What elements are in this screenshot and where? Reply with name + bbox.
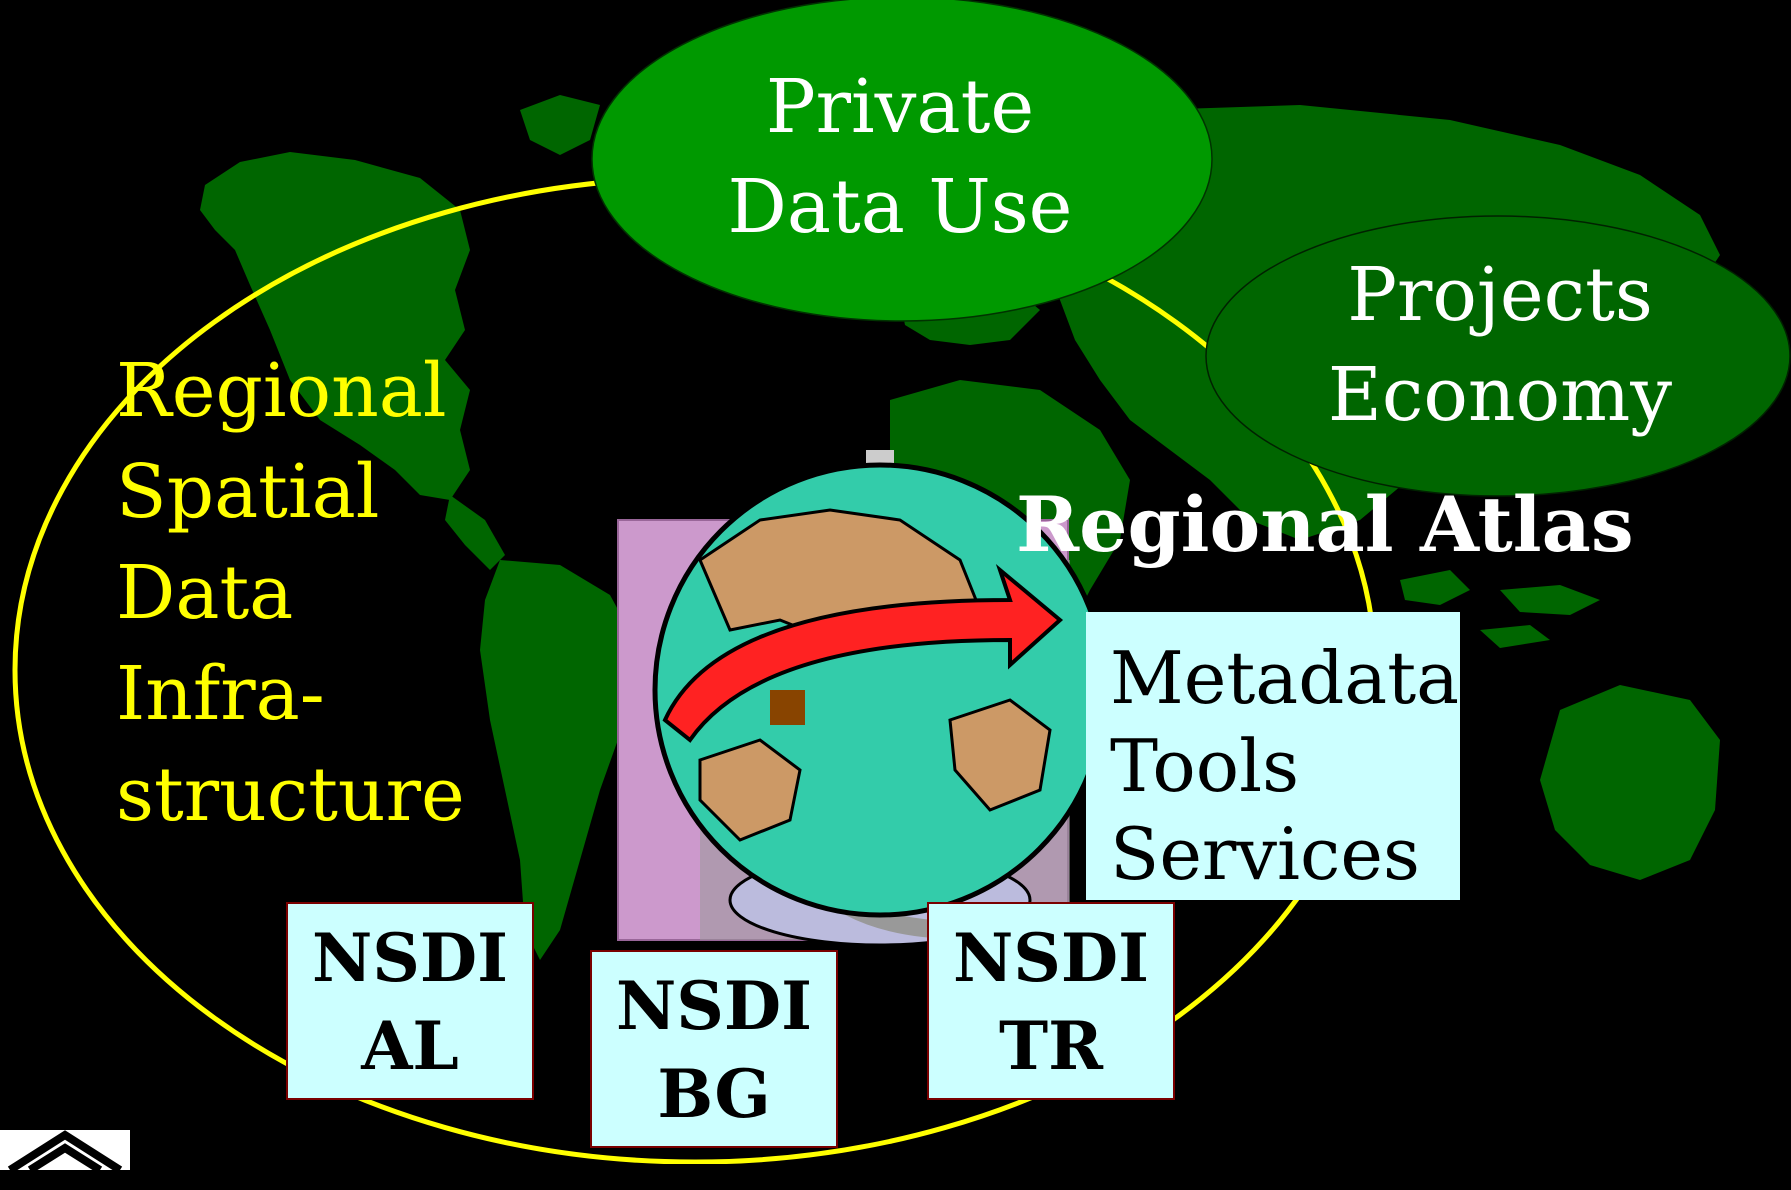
private-data-use-oval (591, 0, 1213, 322)
greenland-shape (520, 95, 600, 155)
regional-sdi-line: structure (116, 752, 465, 838)
metadata-tools-services-box: Metadata Tools Services (1086, 612, 1460, 900)
north-america-shape (200, 152, 470, 500)
regional-sdi-line: Infra- (116, 651, 325, 737)
regional-atlas-label: Regional Atlas (1016, 480, 1634, 569)
island-shape (1400, 570, 1470, 605)
projects-economy-line-2: Economy (1327, 352, 1673, 438)
south-america-shape (480, 560, 640, 960)
island-shape (1480, 625, 1550, 648)
services-line: Services (1110, 812, 1420, 896)
regional-sdi-line: Regional (116, 348, 447, 434)
projects-economy-oval (1205, 215, 1791, 497)
nsdi-al-box: NSDI AL (286, 902, 534, 1100)
private-data-use-label: Private Data Use (690, 57, 1110, 257)
private-data-use-line-1: Private (765, 64, 1035, 150)
regional-sdi-line: Spatial (116, 449, 380, 535)
projects-economy-line-1: Projects (1347, 252, 1653, 338)
world-map-background (12, 0, 1791, 1164)
nsdi-tr-box: NSDI TR (927, 902, 1175, 1100)
nsdi-tr-line-1: NSDI (952, 919, 1150, 997)
tools-line: Tools (1110, 724, 1300, 808)
globe-icon (617, 450, 1108, 947)
central-america-shape (445, 495, 505, 570)
nsdi-bg-box: NSDI BG (590, 950, 838, 1148)
nsdi-al-line-2: AL (361, 1007, 459, 1085)
regional-sdi-label: Regional Spatial Data Infra- structure (116, 341, 465, 846)
regional-sdi-line: Data (116, 550, 294, 636)
logo-icon (0, 1130, 130, 1174)
private-data-use-line-2: Data Use (727, 164, 1073, 250)
metadata-line: Metadata (1110, 636, 1460, 720)
nsdi-bg-line-2: BG (657, 1055, 771, 1133)
island-shape (1500, 585, 1600, 615)
nsdi-bg-line-1: NSDI (615, 967, 813, 1045)
projects-economy-label: Projects Economy (1280, 245, 1720, 445)
australia-shape (1540, 685, 1720, 880)
nsdi-al-line-1: NSDI (311, 919, 509, 997)
nsdi-tr-line-2: TR (999, 1007, 1103, 1085)
